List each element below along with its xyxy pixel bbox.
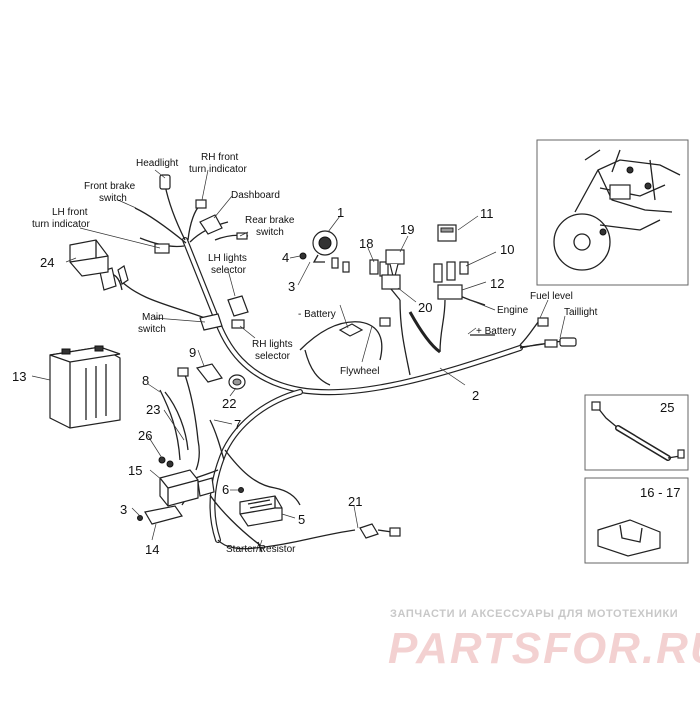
part-number-26: 26 — [138, 428, 152, 443]
label-lh-lights-1: LH lights — [208, 253, 247, 264]
label-flywheel: Flywheel — [340, 366, 379, 377]
part-number-23: 23 — [146, 402, 160, 417]
label-main-switch-1: Main — [142, 312, 164, 323]
label-main-switch-2: switch — [138, 324, 166, 335]
part-number-9: 9 — [189, 345, 196, 360]
label-front-brake-1: Front brake — [84, 181, 136, 192]
label-rh-front-turn-2: turn indicator — [189, 164, 247, 175]
part-number-25: 25 — [660, 400, 674, 415]
label-dashboard: Dashboard — [231, 190, 280, 201]
label-plus-battery: + Battery — [476, 326, 516, 337]
part-number-4: 4 — [282, 250, 289, 265]
part-numbers: 1 2 3 3 4 5 6 7 8 9 10 11 12 13 14 15 18… — [12, 205, 514, 557]
label-rear-brake-1: Rear brake — [245, 215, 295, 226]
label-front-brake-2: switch — [99, 193, 127, 204]
part-number-14: 14 — [145, 542, 159, 557]
label-engine: Engine — [497, 305, 529, 316]
leader-lines — [31, 169, 566, 547]
part-number-21: 21 — [348, 494, 362, 509]
part-number-11: 11 — [480, 206, 494, 221]
part-number-6: 6 — [222, 482, 229, 497]
label-minus-battery: - Battery — [298, 309, 336, 320]
label-rh-front-turn-1: RH front — [201, 152, 238, 163]
label-headlight: Headlight — [136, 158, 178, 169]
voltage-regulator — [239, 495, 283, 527]
part-number-1: 1 — [337, 205, 344, 220]
label-starter-resistor: Starter/Resistor — [226, 544, 296, 555]
part-number-13: 13 — [12, 369, 26, 384]
part-25-inset: 25 — [584, 394, 689, 471]
label-taillight: Taillight — [564, 307, 598, 318]
part-number-15: 15 — [128, 463, 142, 478]
part-number-24: 24 — [40, 255, 54, 270]
part-number-3b: 3 — [120, 502, 127, 517]
motorcycle-inset — [536, 139, 689, 286]
wires — [99, 174, 577, 553]
part-16-17-inset: 16 - 17 — [584, 477, 689, 564]
label-fuel-level: Fuel level — [530, 291, 573, 302]
part-number-2: 2 — [472, 388, 479, 403]
label-rh-lights-2: selector — [255, 351, 291, 362]
part-number-19: 19 — [400, 222, 414, 237]
label-rear-brake-2: switch — [256, 227, 284, 238]
battery — [49, 345, 121, 429]
watermark: ЗАПЧАСТИ И АКСЕССУАРЫ ДЛЯ МОТОТЕХНИКИ PA… — [388, 608, 700, 673]
part-number-22: 22 — [222, 396, 236, 411]
part-number-20: 20 — [418, 300, 432, 315]
main-harness — [182, 237, 523, 543]
label-rh-lights-1: RH lights — [252, 339, 293, 350]
label-lh-front-turn-1: LH front — [52, 207, 88, 218]
part-number-10: 10 — [500, 242, 514, 257]
labels: Headlight RH front turn indicator Dashbo… — [32, 152, 598, 555]
parts — [49, 224, 469, 527]
part-number-12: 12 — [490, 276, 504, 291]
part-number-3a: 3 — [288, 279, 295, 294]
watermark-logo: PARTSFOR.RU — [388, 624, 700, 673]
label-lh-front-turn-2: turn indicator — [32, 219, 90, 230]
label-lh-lights-2: selector — [211, 265, 247, 276]
watermark-tagline: ЗАПЧАСТИ И АКСЕССУАРЫ ДЛЯ МОТОТЕХНИКИ — [390, 608, 678, 620]
part-number-18: 18 — [359, 236, 373, 251]
part-number-8: 8 — [142, 373, 149, 388]
part-number-5: 5 — [298, 512, 305, 527]
part-number-16-17: 16 - 17 — [640, 485, 680, 500]
starter-relay — [159, 469, 215, 507]
part-number-7: 7 — [234, 417, 241, 432]
